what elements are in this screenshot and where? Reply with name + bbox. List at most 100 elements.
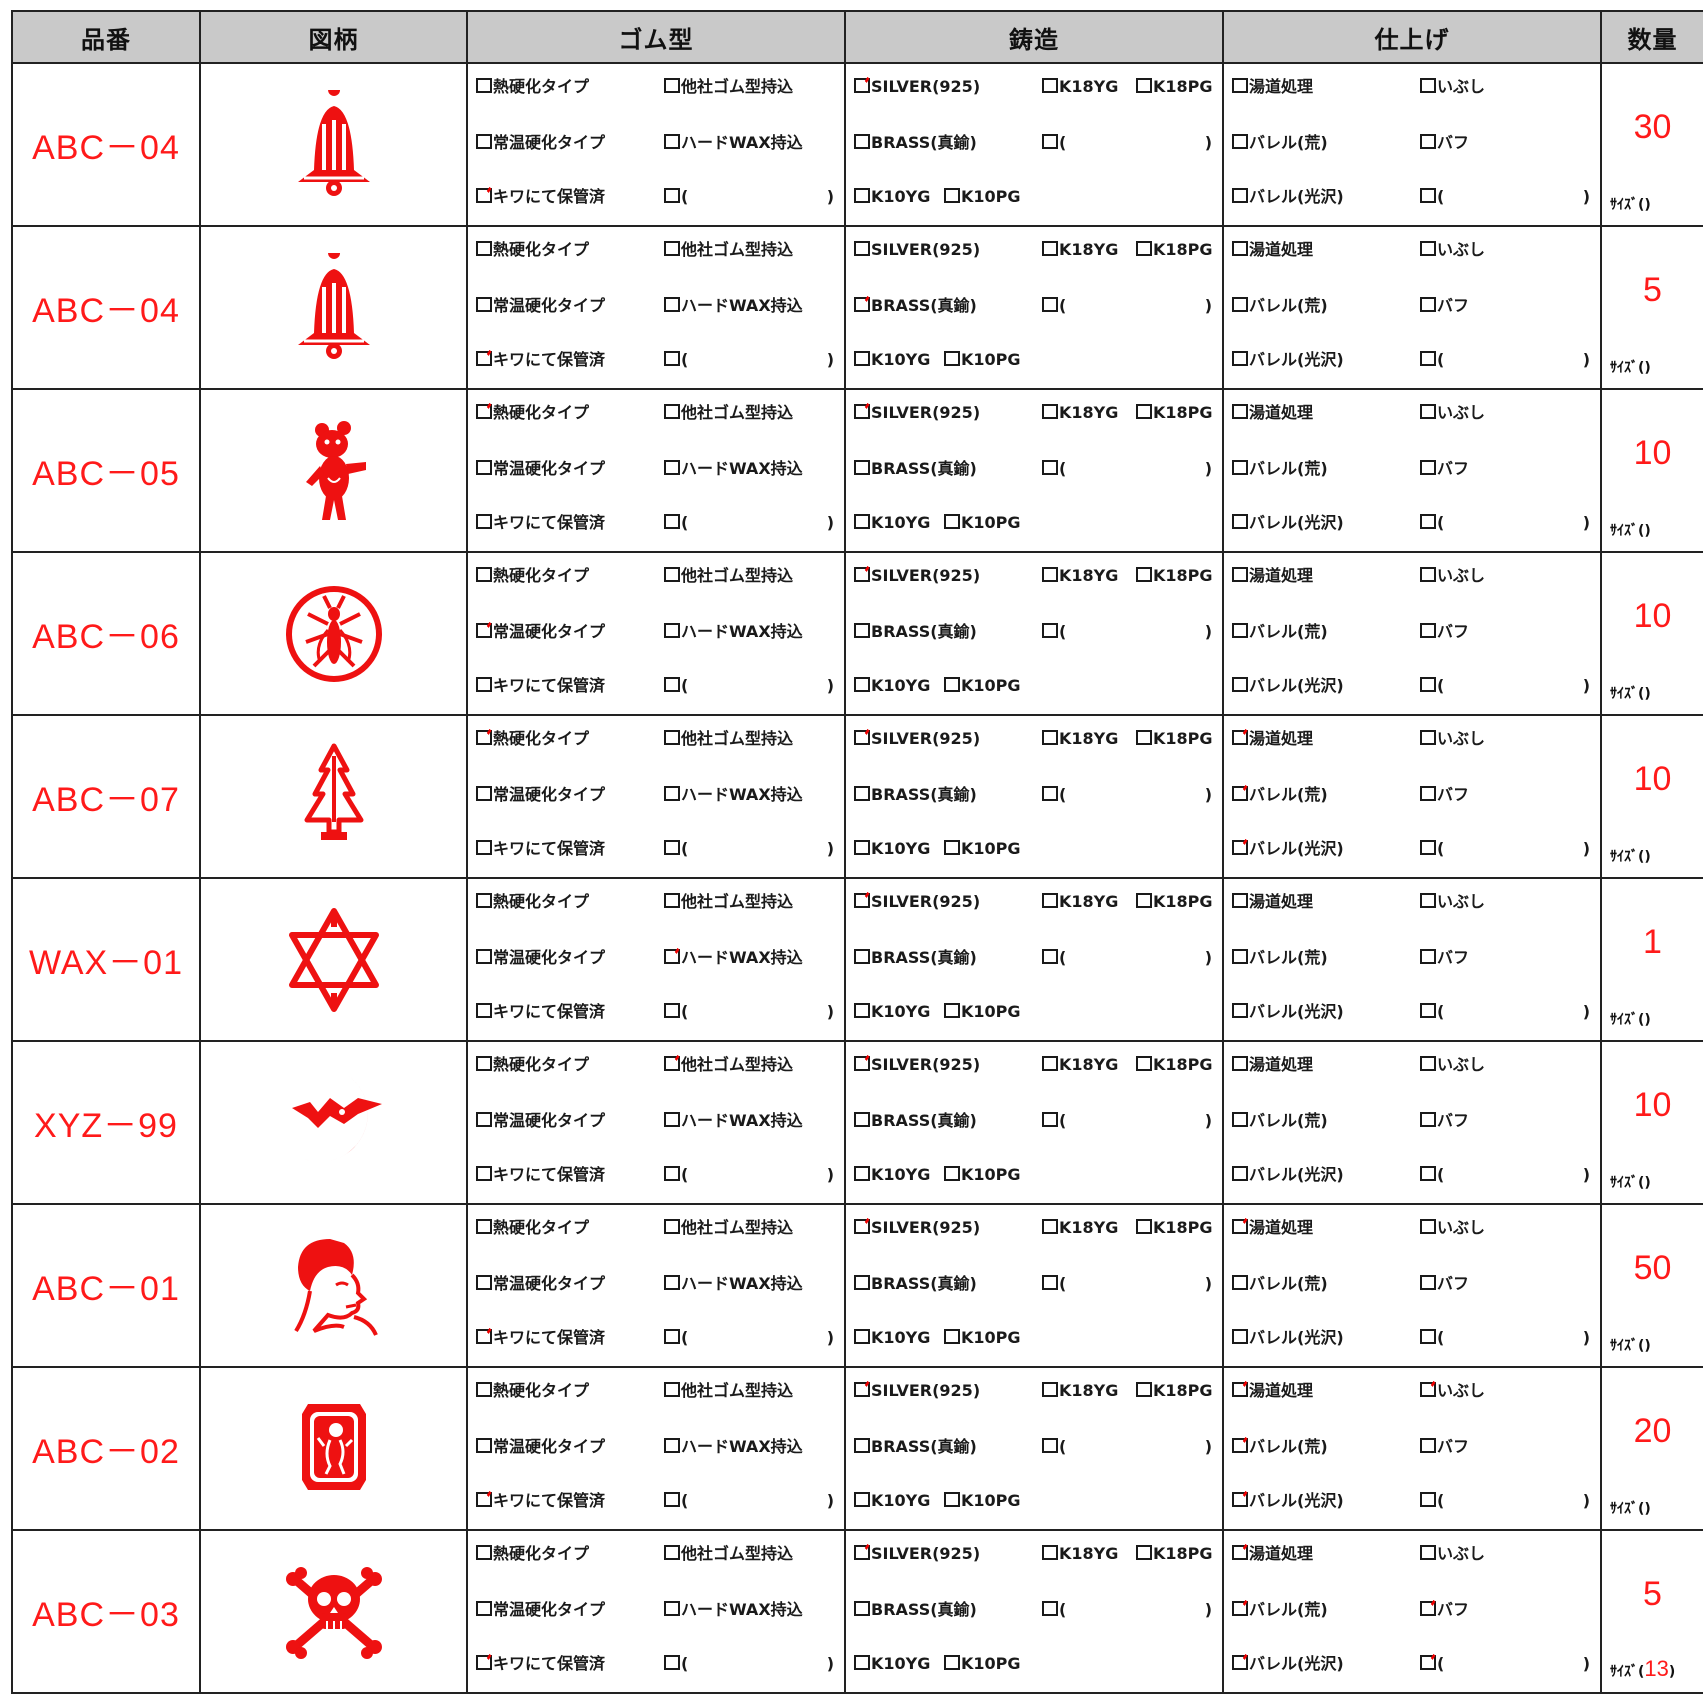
k18yg-checkbox[interactable]: K18YG — [1042, 727, 1118, 751]
cast-other-checkbox[interactable]: ( — [1042, 1598, 1066, 1622]
finish-other-checkbox[interactable]: ( — [1420, 837, 1444, 861]
other-mold-checkbox[interactable]: 他社ゴム型持込 — [664, 727, 793, 751]
plating-checkbox[interactable]: 湯道処理 — [1232, 1542, 1313, 1566]
kiwa-keep-checkbox[interactable]: キワにて保管済 — [476, 1163, 605, 1187]
buff-checkbox[interactable]: バフ — [1420, 620, 1469, 644]
barrel-gloss-checkbox[interactable]: バレル(光沢) — [1232, 837, 1344, 861]
barrel-rough-checkbox[interactable]: バレル(荒) — [1232, 1272, 1328, 1296]
silver-checkbox[interactable]: SILVER(925) — [854, 401, 980, 425]
heat-cure-checkbox[interactable]: 熱硬化タイプ — [476, 1379, 589, 1403]
ibushi-checkbox[interactable]: いぶし — [1420, 727, 1485, 751]
k18yg-checkbox[interactable]: K18YG — [1042, 1216, 1118, 1240]
heat-cure-checkbox[interactable]: 熱硬化タイプ — [476, 1216, 589, 1240]
finish-other-checkbox[interactable]: ( — [1420, 1000, 1444, 1024]
cast-other-checkbox[interactable]: ( — [1042, 620, 1066, 644]
ibushi-checkbox[interactable]: いぶし — [1420, 238, 1485, 262]
ibushi-checkbox[interactable]: いぶし — [1420, 401, 1485, 425]
k10yg-checkbox[interactable]: K10YG — [854, 185, 930, 209]
hard-wax-checkbox[interactable]: ハードWAX持込 — [664, 1598, 803, 1622]
finish-other-checkbox[interactable]: ( — [1420, 1489, 1444, 1513]
k10pg-checkbox[interactable]: K10PG — [944, 1652, 1021, 1676]
k18pg-checkbox[interactable]: K18PG — [1136, 890, 1213, 914]
room-cure-checkbox[interactable]: 常温硬化タイプ — [476, 1272, 605, 1296]
hard-wax-checkbox[interactable]: ハードWAX持込 — [664, 1435, 803, 1459]
hard-wax-checkbox[interactable]: ハードWAX持込 — [664, 457, 803, 481]
rubber-other-checkbox[interactable]: ( — [664, 1326, 688, 1350]
size-field[interactable]: ｻｲｽﾞ() — [1610, 678, 1651, 704]
cast-other-checkbox[interactable]: ( — [1042, 1435, 1066, 1459]
buff-checkbox[interactable]: バフ — [1420, 1272, 1469, 1296]
brass-checkbox[interactable]: BRASS(真鍮) — [854, 1598, 977, 1622]
silver-checkbox[interactable]: SILVER(925) — [854, 564, 980, 588]
barrel-rough-checkbox[interactable]: バレル(荒) — [1232, 1435, 1328, 1459]
plating-checkbox[interactable]: 湯道処理 — [1232, 238, 1313, 262]
kiwa-keep-checkbox[interactable]: キワにて保管済 — [476, 837, 605, 861]
rubber-other-checkbox[interactable]: ( — [664, 1489, 688, 1513]
silver-checkbox[interactable]: SILVER(925) — [854, 1216, 980, 1240]
other-mold-checkbox[interactable]: 他社ゴム型持込 — [664, 75, 793, 99]
barrel-gloss-checkbox[interactable]: バレル(光沢) — [1232, 1652, 1344, 1676]
k18pg-checkbox[interactable]: K18PG — [1136, 727, 1213, 751]
kiwa-keep-checkbox[interactable]: キワにて保管済 — [476, 1000, 605, 1024]
k10yg-checkbox[interactable]: K10YG — [854, 674, 930, 698]
k10pg-checkbox[interactable]: K10PG — [944, 1326, 1021, 1350]
size-field[interactable]: ｻｲｽﾞ() — [1610, 1167, 1651, 1193]
hard-wax-checkbox[interactable]: ハードWAX持込 — [664, 783, 803, 807]
silver-checkbox[interactable]: SILVER(925) — [854, 1053, 980, 1077]
buff-checkbox[interactable]: バフ — [1420, 1598, 1469, 1622]
hard-wax-checkbox[interactable]: ハードWAX持込 — [664, 294, 803, 318]
hard-wax-checkbox[interactable]: ハードWAX持込 — [664, 1109, 803, 1133]
kiwa-keep-checkbox[interactable]: キワにて保管済 — [476, 348, 605, 372]
room-cure-checkbox[interactable]: 常温硬化タイプ — [476, 783, 605, 807]
barrel-gloss-checkbox[interactable]: バレル(光沢) — [1232, 1326, 1344, 1350]
finish-other-checkbox[interactable]: ( — [1420, 511, 1444, 535]
brass-checkbox[interactable]: BRASS(真鍮) — [854, 620, 977, 644]
cast-other-checkbox[interactable]: ( — [1042, 783, 1066, 807]
rubber-other-checkbox[interactable]: ( — [664, 1163, 688, 1187]
room-cure-checkbox[interactable]: 常温硬化タイプ — [476, 457, 605, 481]
other-mold-checkbox[interactable]: 他社ゴム型持込 — [664, 564, 793, 588]
k10pg-checkbox[interactable]: K10PG — [944, 511, 1021, 535]
k18pg-checkbox[interactable]: K18PG — [1136, 401, 1213, 425]
k10yg-checkbox[interactable]: K10YG — [854, 1326, 930, 1350]
buff-checkbox[interactable]: バフ — [1420, 946, 1469, 970]
k18yg-checkbox[interactable]: K18YG — [1042, 1542, 1118, 1566]
barrel-rough-checkbox[interactable]: バレル(荒) — [1232, 620, 1328, 644]
k18yg-checkbox[interactable]: K18YG — [1042, 1053, 1118, 1077]
heat-cure-checkbox[interactable]: 熱硬化タイプ — [476, 238, 589, 262]
kiwa-keep-checkbox[interactable]: キワにて保管済 — [476, 185, 605, 209]
cast-other-checkbox[interactable]: ( — [1042, 1272, 1066, 1296]
barrel-gloss-checkbox[interactable]: バレル(光沢) — [1232, 1489, 1344, 1513]
silver-checkbox[interactable]: SILVER(925) — [854, 1542, 980, 1566]
buff-checkbox[interactable]: バフ — [1420, 1109, 1469, 1133]
k18pg-checkbox[interactable]: K18PG — [1136, 1216, 1213, 1240]
size-field[interactable]: ｻｲｽﾞ() — [1610, 515, 1651, 541]
size-field[interactable]: ｻｲｽﾞ() — [1610, 1330, 1651, 1356]
heat-cure-checkbox[interactable]: 熱硬化タイプ — [476, 401, 589, 425]
brass-checkbox[interactable]: BRASS(真鍮) — [854, 946, 977, 970]
barrel-gloss-checkbox[interactable]: バレル(光沢) — [1232, 1000, 1344, 1024]
brass-checkbox[interactable]: BRASS(真鍮) — [854, 131, 977, 155]
barrel-gloss-checkbox[interactable]: バレル(光沢) — [1232, 511, 1344, 535]
size-field[interactable]: ｻｲｽﾞ() — [1610, 189, 1651, 215]
ibushi-checkbox[interactable]: いぶし — [1420, 1053, 1485, 1077]
plating-checkbox[interactable]: 湯道処理 — [1232, 564, 1313, 588]
heat-cure-checkbox[interactable]: 熱硬化タイプ — [476, 1542, 589, 1566]
k18yg-checkbox[interactable]: K18YG — [1042, 238, 1118, 262]
barrel-gloss-checkbox[interactable]: バレル(光沢) — [1232, 348, 1344, 372]
k10yg-checkbox[interactable]: K10YG — [854, 511, 930, 535]
k10yg-checkbox[interactable]: K10YG — [854, 1652, 930, 1676]
brass-checkbox[interactable]: BRASS(真鍮) — [854, 457, 977, 481]
buff-checkbox[interactable]: バフ — [1420, 783, 1469, 807]
k18pg-checkbox[interactable]: K18PG — [1136, 564, 1213, 588]
ibushi-checkbox[interactable]: いぶし — [1420, 1542, 1485, 1566]
silver-checkbox[interactable]: SILVER(925) — [854, 890, 980, 914]
k10yg-checkbox[interactable]: K10YG — [854, 1163, 930, 1187]
k18yg-checkbox[interactable]: K18YG — [1042, 401, 1118, 425]
kiwa-keep-checkbox[interactable]: キワにて保管済 — [476, 1489, 605, 1513]
cast-other-checkbox[interactable]: ( — [1042, 457, 1066, 481]
room-cure-checkbox[interactable]: 常温硬化タイプ — [476, 1435, 605, 1459]
k10yg-checkbox[interactable]: K10YG — [854, 348, 930, 372]
k18pg-checkbox[interactable]: K18PG — [1136, 75, 1213, 99]
k18yg-checkbox[interactable]: K18YG — [1042, 564, 1118, 588]
